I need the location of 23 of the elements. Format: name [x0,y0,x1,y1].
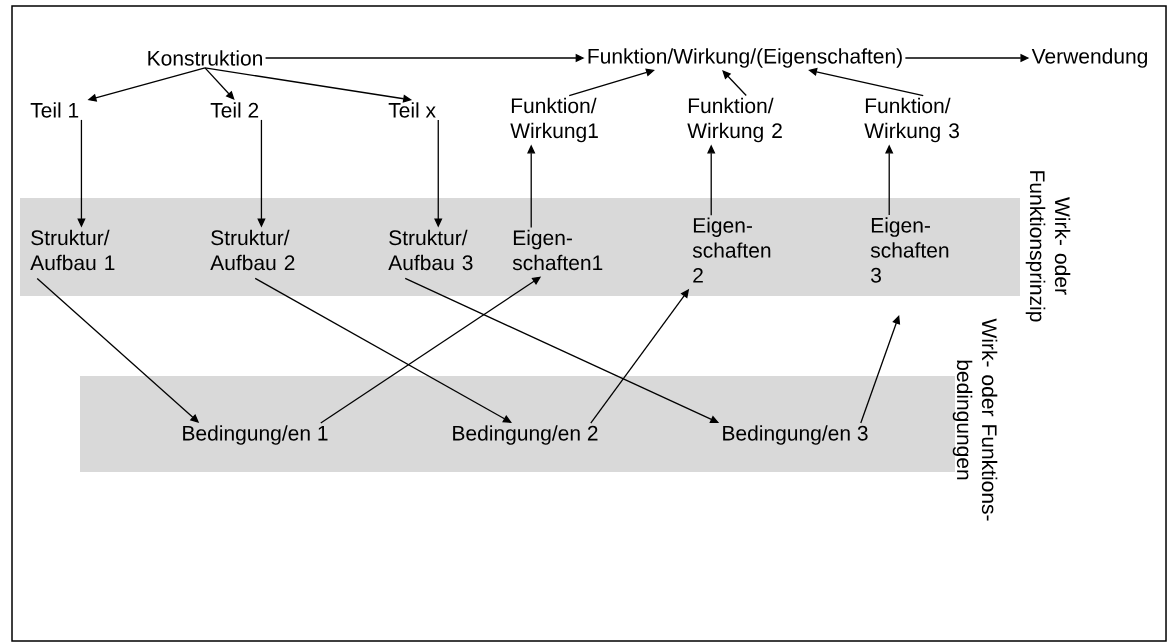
node-label: Teil x [388,102,436,118]
node-label: Teil 2 [210,102,259,118]
node-label: Bedingung/en 3 [723,425,868,445]
node-label: Funktion/ Wirkung 3 [864,97,959,143]
node-label: Struktur/ Aufbau 1 [30,229,115,271]
node-label: Teil 1 [30,102,79,118]
node-label: Funktion/ Wirkung1 [510,97,598,143]
node-label: Struktur/ Aufbau 2 [210,229,295,271]
arrow [722,70,747,97]
node-label: Bedingung/en 1 [183,425,328,445]
node-label: Eigen- schaften 2 [692,217,771,283]
node-label: Eigen- schaften 3 [870,217,949,283]
band-label: Wirk- oder Funktions- bedingungen [952,318,998,521]
node-label: Bedingung/en 2 [453,425,598,445]
node-label: Konstruktion [148,50,262,66]
node-label: Funktion/Wirkung/(Eigenschaften) [588,48,902,68]
arrow [568,68,655,97]
node-label: Verwendung [1031,48,1147,68]
node-label: Struktur/ Aufbau 3 [388,229,473,271]
band-label: Wirk- oder Funktionsprinzip [1025,171,1071,322]
node-label: Funktion/ Wirkung 2 [687,97,782,143]
node-label: Eigen- schaften1 [512,229,603,271]
arrow [254,277,512,423]
